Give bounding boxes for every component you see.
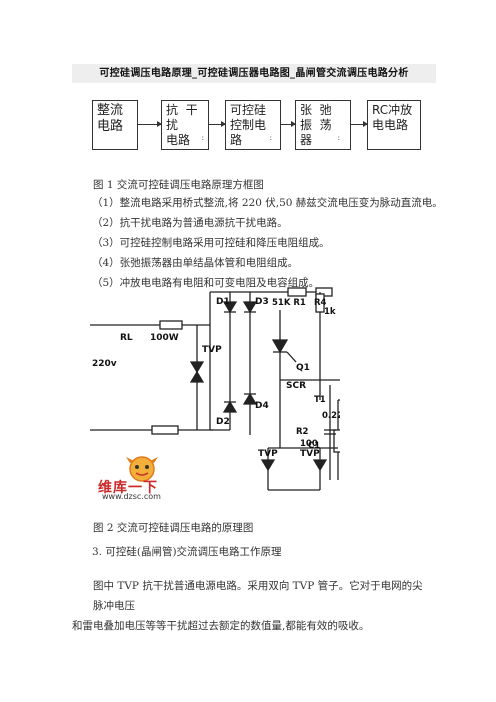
document-title: 可控硅调压电路原理_可控硅调压器电路图_晶闸管交流调压电路分析 [72,64,436,83]
arrow-3 [281,121,296,127]
label-c1-value: 0.22uf [322,411,340,421]
body-line: 图中 TVP 抗干扰普通电源电路。采用双向 TVP 管子。它对于电网的尖脉冲电压 [93,580,423,612]
label-d3: D3 [255,297,269,307]
label-scr: SCR [286,381,306,391]
list-item: （4）张弛振荡器由单结晶体管和电阻组成。 [92,257,299,269]
label-q1: Q1 [296,363,310,373]
block-label: 可控硅 控制电 路 [230,103,267,147]
label-tvp-3: TVP [300,449,320,459]
list-item: （1）整流电路采用桥式整流,将 220 伏,50 赫兹交流电压变为脉动直流电。 [92,197,443,209]
block-relaxation-oscillator: 张 弛 振 荡 器: [295,100,351,150]
block-scr-control: 可控硅 控制电 路: [225,100,281,150]
label-r1: 51K R1 [272,298,306,308]
block-note: : [337,134,340,142]
block-note: : [201,134,204,142]
block-label: 张 弛 振 荡 器 [300,103,332,147]
label-rl: RL [120,333,133,343]
label-d1: D1 [216,297,230,307]
circuit-schematic: D1 D3 D4 D2 51K R1 R4 1k T1 RL 100W TVP … [90,287,340,491]
list-item: （5）冲放电电路有电阻和可变电阻及电容组成。 [92,277,320,289]
label-220v: 220v [92,359,117,369]
label-tvp-1: TVP [202,345,222,355]
label-t1: T1 [314,395,326,405]
figure-2-caption: 图 2 交流可控硅调压电路的原理图 [93,522,254,534]
list-item: （3）可控硅控制电路采用可控硅和降压电阻组成。 [92,237,330,249]
label-d4: D4 [255,401,269,411]
block-anti-interference: 抗 干 扰 电路: [161,100,209,150]
label-d2: D2 [216,417,230,427]
label-tvp-2: TVP [258,449,278,459]
section-heading: 3. 可控硅(晶闸管)交流调压电路工作原理 [92,546,282,558]
list-item: （2）抗干扰电路为普通电源抗干扰电路。 [92,217,288,229]
figure-1-caption: 图 1 交流可控硅调压电路原理方框图 [93,179,264,191]
body-paragraph: 图中 TVP 抗干扰普通电源电路。采用双向 TVP 管子。它对于电网的尖脉冲电压… [72,576,432,636]
watermark-url: www.dzsc.com [102,492,161,501]
watermark-logo: 维库一下 www.dzsc.com [96,455,192,503]
block-note: : [269,134,272,142]
arrow-1 [138,121,162,127]
label-r2-value: 100 [300,439,318,449]
arrow-2 [209,121,226,127]
watermark-brand: 维库一下 [98,480,158,496]
label-rl-value: 100W [150,333,179,343]
body-line: 和雷电叠加电压等等干扰超过去额定的数值量,都能有效的吸收。 [72,620,370,632]
label-c1: C1 [308,441,320,451]
block-rectifier: 整流 电路 [92,100,138,150]
label-r4-value: 1k [324,307,336,317]
block-rc-charge-discharge: RC冲放 电电路 [367,100,421,150]
mascot-icon [126,456,158,482]
arrow-4 [351,121,368,127]
block-label: 抗 干 扰 电路 [166,103,198,147]
label-r2: R2 [296,427,309,437]
label-r4: R4 [314,298,327,308]
